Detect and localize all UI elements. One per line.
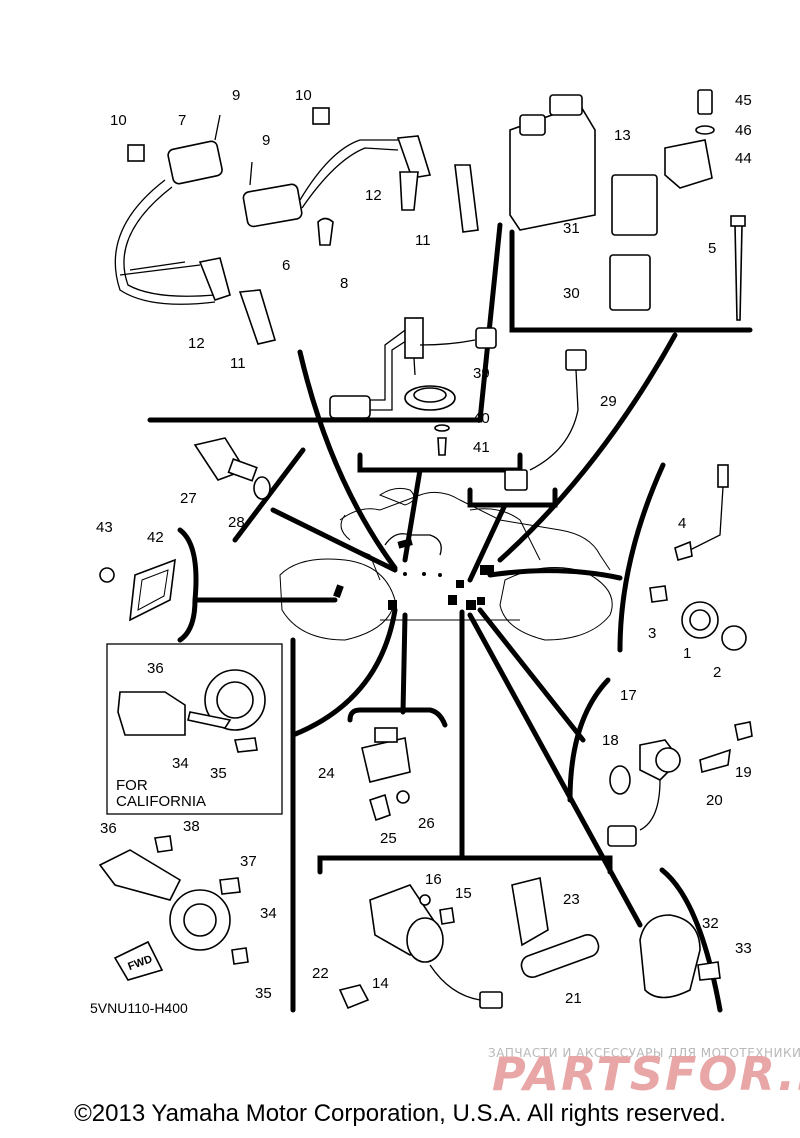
- callout-10a: 10: [110, 112, 127, 129]
- callout-17: 17: [620, 687, 637, 704]
- callout-10b: 10: [295, 87, 312, 104]
- callout-20: 20: [706, 792, 723, 809]
- callout-labels: 9 10 10 7 9 12 11 6 8 12 11 13 31 30 45 …: [96, 87, 752, 1007]
- ignition-coil-group: [114, 107, 479, 345]
- callout-29: 29: [600, 393, 617, 410]
- callout-27: 27: [180, 490, 197, 507]
- connector-lines: [192, 332, 678, 928]
- reflector-group: [99, 558, 176, 622]
- callout-24: 24: [318, 765, 335, 782]
- callout-14: 14: [372, 975, 389, 992]
- callout-9a: 9: [232, 87, 240, 104]
- callout-28: 28: [228, 514, 245, 531]
- callout-31: 31: [563, 220, 580, 237]
- callout-35a: 35: [210, 765, 227, 782]
- california-line-2: CALIFORNIA: [116, 793, 206, 810]
- watermark: ЗАПЧАСТИ И АКСЕССУАРЫ ДЛЯ МОТОТЕХНИКИ PA…: [488, 1046, 800, 1101]
- callout-34a: 34: [172, 755, 189, 772]
- callout-1: 1: [683, 645, 691, 662]
- callout-16: 16: [425, 871, 442, 888]
- callout-38: 38: [183, 818, 200, 835]
- callout-33: 33: [735, 940, 752, 957]
- crank-sensor-group: [607, 721, 753, 847]
- callout-15: 15: [455, 885, 472, 902]
- callout-36a: 36: [147, 660, 164, 677]
- callout-44: 44: [735, 150, 752, 167]
- callout-46: 46: [735, 122, 752, 139]
- motorcycle-silhouette: [279, 487, 613, 641]
- callout-8: 8: [340, 275, 348, 292]
- callout-11a: 11: [415, 232, 431, 249]
- neutral-switch-group: [649, 464, 747, 651]
- callout-34b: 34: [260, 905, 277, 922]
- callout-35b: 35: [255, 985, 272, 1002]
- california-line-1: FOR: [116, 777, 148, 794]
- group-brackets: [147, 222, 753, 1013]
- ecu-group: [509, 89, 746, 321]
- callout-7: 7: [178, 112, 186, 129]
- callout-37: 37: [240, 853, 257, 870]
- horn-32-group: [639, 914, 721, 999]
- callout-23: 23: [563, 891, 580, 908]
- callout-12a: 12: [365, 187, 382, 204]
- callout-5: 5: [708, 240, 716, 257]
- callout-32: 32: [702, 915, 719, 932]
- relay-24-group: [361, 727, 411, 822]
- sensor-27-group: [193, 437, 271, 500]
- callout-19: 19: [735, 764, 752, 781]
- callout-6: 6: [282, 257, 290, 274]
- diagram-code: 5VNU110-H400: [90, 1000, 188, 1016]
- callout-2: 2: [713, 664, 721, 681]
- callout-39: 39: [473, 365, 490, 382]
- callout-25: 25: [380, 830, 397, 847]
- watermark-logo: PARTSFOR.RU: [492, 1047, 800, 1101]
- callout-30: 30: [563, 285, 580, 302]
- watermark-tagline: ЗАПЧАСТИ И АКСЕССУАРЫ ДЛЯ МОТОТЕХНИКИ: [488, 1046, 800, 1060]
- callout-9b: 9: [262, 132, 270, 149]
- copyright-notice: ©2013 Yamaha Motor Corporation, U.S.A. A…: [74, 1100, 726, 1127]
- horn-bottom-left-group: [98, 835, 249, 981]
- callout-21: 21: [565, 990, 582, 1007]
- callout-3: 3: [648, 625, 656, 642]
- callout-43: 43: [96, 519, 113, 536]
- callout-4: 4: [678, 515, 686, 532]
- callout-41: 41: [473, 439, 490, 456]
- fuel-sender-group: [329, 317, 497, 456]
- callout-40: 40: [473, 410, 490, 427]
- callout-12b: 12: [188, 335, 205, 352]
- california-horn-box: [106, 643, 283, 815]
- callout-36b: 36: [100, 820, 117, 837]
- callout-11b: 11: [230, 355, 246, 372]
- starter-motor-group: [338, 877, 600, 1010]
- callout-13: 13: [614, 127, 631, 144]
- callout-42: 42: [147, 529, 164, 546]
- callout-26: 26: [418, 815, 435, 832]
- speed-sensor-group: [504, 349, 587, 491]
- callout-22: 22: [312, 965, 329, 982]
- callout-18: 18: [602, 732, 619, 749]
- callout-45: 45: [735, 92, 752, 109]
